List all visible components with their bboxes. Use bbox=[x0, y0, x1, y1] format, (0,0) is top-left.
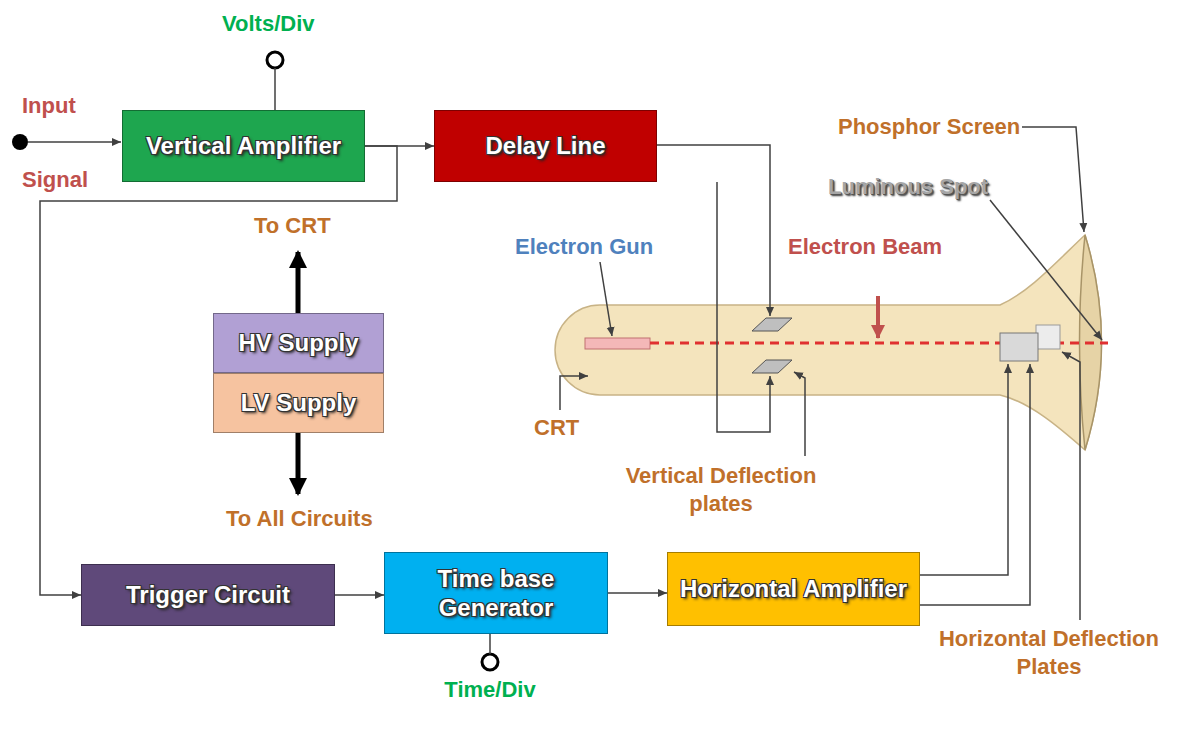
leader-line bbox=[990, 200, 1102, 340]
volts-div-knob bbox=[267, 52, 283, 68]
crt-tube bbox=[555, 235, 1101, 450]
vertical-plate bbox=[752, 360, 792, 373]
box-label: Vertical Amplifier bbox=[138, 131, 349, 160]
signal-connector bbox=[335, 594, 384, 596]
signal-connector bbox=[40, 146, 397, 595]
supply-box: LV Supply bbox=[213, 373, 384, 433]
input-wire bbox=[28, 141, 121, 143]
amplifier-box: Vertical Amplifier bbox=[122, 110, 365, 182]
leader-line bbox=[560, 376, 588, 410]
part-label: Vertical Deflection plates bbox=[596, 462, 846, 517]
electron-gun bbox=[585, 338, 650, 349]
supply-label: To All Circuits bbox=[226, 505, 373, 533]
box-label: HV Supply bbox=[230, 328, 366, 357]
knob-wire bbox=[489, 634, 491, 654]
plate-wire bbox=[657, 145, 770, 316]
horizontal-plate bbox=[1036, 325, 1060, 349]
time-div-knob bbox=[482, 654, 498, 670]
knob-wire bbox=[274, 68, 276, 110]
control-label: Volts/Div bbox=[222, 10, 315, 38]
part-label: Electron Gun bbox=[515, 233, 653, 261]
part-label: CRT bbox=[534, 414, 579, 442]
horizontal-plate bbox=[1000, 333, 1038, 361]
box-label: LV Supply bbox=[233, 388, 365, 417]
box-label: Trigger Circuit bbox=[118, 580, 298, 609]
leader-line bbox=[1022, 127, 1084, 232]
box-label: Horizontal Amplifier bbox=[672, 574, 915, 603]
signal-label: Signal bbox=[22, 166, 88, 194]
control-label: Time/Div bbox=[440, 676, 540, 704]
part-label: Luminous Spot bbox=[828, 173, 988, 201]
plate-wire bbox=[910, 364, 1030, 605]
supply-box: HV Supply bbox=[213, 313, 384, 373]
signal-label: Input bbox=[22, 92, 76, 120]
delay-box: Delay Line bbox=[434, 110, 657, 182]
part-label: Electron Beam bbox=[788, 233, 942, 261]
box-label: Delay Line bbox=[477, 131, 613, 160]
leader-line bbox=[794, 372, 805, 456]
supply-label: To CRT bbox=[254, 212, 331, 240]
input-terminal bbox=[12, 134, 28, 150]
part-label: Phosphor Screen bbox=[838, 113, 1020, 141]
plate-wire bbox=[910, 364, 1008, 575]
part-label: Horizontal Deflection Plates bbox=[915, 625, 1183, 680]
timebase-box: Time base Generator bbox=[384, 552, 608, 634]
signal-connector bbox=[608, 592, 667, 594]
box-label: Time base Generator bbox=[385, 564, 607, 623]
leader-line bbox=[1062, 352, 1080, 620]
leader-line bbox=[600, 262, 612, 336]
plate-wire bbox=[717, 182, 770, 432]
trigger-box: Trigger Circuit bbox=[81, 564, 335, 626]
supply-arrow bbox=[296, 252, 301, 313]
amplifier-box: Horizontal Amplifier bbox=[667, 552, 920, 626]
beam-pointer bbox=[876, 296, 880, 338]
vertical-plate bbox=[752, 318, 792, 331]
supply-arrow bbox=[296, 433, 301, 494]
